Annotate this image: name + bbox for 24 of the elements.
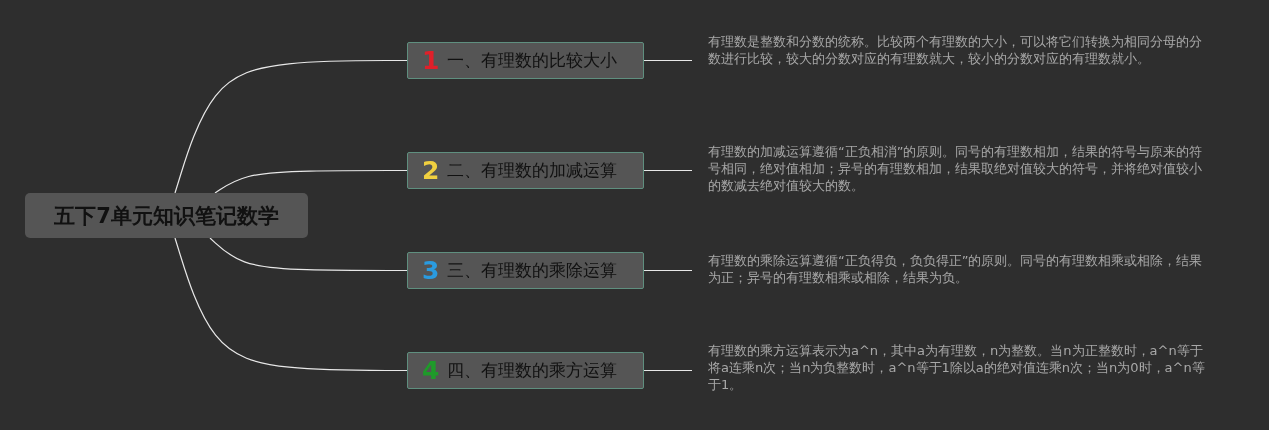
- number-label: 1: [422, 46, 440, 75]
- topic-label: 四、有理数的乘方运算: [447, 359, 618, 382]
- topic-box: [407, 352, 644, 389]
- note-text: 有理数是整数和分数的统称。比较两个有理数的大小，可以将它们转换为相同分母的分数进行比较，较大的分数对应的有理数就大，较小的分数对应的有理数就小。: [708, 33, 1213, 88]
- connector-line: [643, 169, 693, 172]
- note-text: 有理数的乘除运算遵循“正负得负，负负得正”的原则。同号的有理数相乘或相除，结果为正；异号的有理数相乘或相除，结果为负。: [708, 252, 1213, 292]
- note-text: 有理数的加减运算遵循“正负相消”的原则。同号的有理数相加，结果的符号与原来的符号相同，绝对值相加；异号的有理数相加，结果取绝对值较大的符号，并将绝对值较小的数减去绝对值较大的数。: [708, 143, 1213, 198]
- connector-line: [174, 59, 408, 194]
- connector-line: [643, 59, 693, 62]
- connector-line: [643, 369, 693, 372]
- connector-line: [643, 269, 693, 272]
- note-text: 有理数的乘方运算表示为a^n，其中a为有理数，n为整数。当n为正整数时，a^n等于将a连乘n次；当n为负整数时，a^n等于1除以a的绝对值连乘n次；当n为0时，a^n等于1。: [708, 342, 1213, 397]
- number-label: 3: [422, 256, 440, 285]
- topic-box: [407, 152, 644, 189]
- number-label: 4: [422, 356, 440, 385]
- topic-label: 二、有理数的加减运算: [447, 159, 618, 182]
- connector-line: [174, 237, 408, 372]
- number-label: 2: [422, 156, 440, 185]
- topic-label: 一、有理数的比较大小: [447, 49, 618, 72]
- connector-line: [209, 237, 408, 272]
- topic-box: [407, 42, 644, 79]
- topic-box: [407, 252, 644, 289]
- connector-line: [214, 169, 408, 194]
- central-topic-box: 五下7单元知识笔记数学: [25, 193, 308, 238]
